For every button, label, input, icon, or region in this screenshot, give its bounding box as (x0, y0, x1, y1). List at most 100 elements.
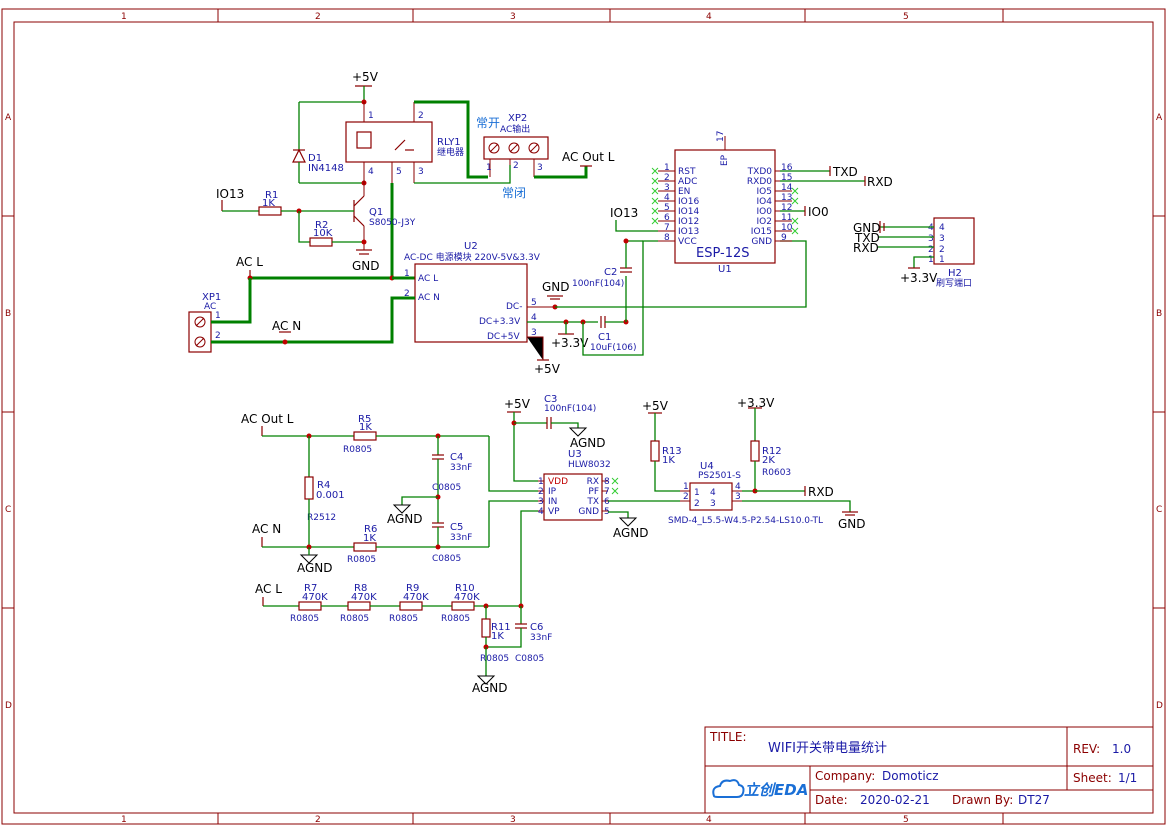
h2-pin1: 1 (939, 255, 945, 265)
row-marker-b-right: B (1156, 309, 1162, 319)
net-label-agnd-divider: AGND (472, 681, 508, 695)
esp-pin-num-4: 4 (664, 193, 670, 203)
no-connect-icon (651, 187, 659, 195)
esp-pin-num-13: 13 (781, 193, 792, 203)
company-label: Company: (815, 769, 875, 783)
r4-ref: R4 (317, 480, 330, 491)
resistor-r6 (353, 542, 377, 552)
r12-ref: R12 (762, 446, 782, 457)
u4-pin4-ext: 4 (735, 482, 741, 492)
esp-pin-io0: IO0 (757, 207, 773, 217)
r4-pkg: R2512 (307, 513, 336, 523)
c4-value: 33nF (450, 463, 472, 473)
row-marker-c: C (5, 505, 11, 515)
row-marker-c-right: C (1156, 505, 1162, 515)
u1-ep: EP (720, 154, 730, 166)
u4-pin1-ext: 1 (683, 482, 689, 492)
esp-pin-num-9: 9 (781, 233, 787, 243)
c4-pkg: C0805 (432, 483, 461, 493)
rly1-pin1: 1 (368, 111, 374, 121)
c5-pkg: C0805 (432, 554, 461, 564)
row-marker-d: D (5, 701, 12, 711)
c6-value: 33nF (530, 633, 552, 643)
esp-pin-num-7: 7 (664, 223, 670, 233)
col-marker-3-bottom: 3 (510, 815, 516, 825)
u2-pin-dcm: DC- (506, 302, 522, 312)
net-label-ac-l-divider: AC L (255, 582, 282, 596)
u4-pin1: 1 (694, 488, 700, 498)
net-label-gnd-q1: GND (352, 259, 380, 273)
esp-pin-rst: RST (678, 167, 696, 177)
esp-pin-io15: IO15 (751, 227, 772, 237)
date-value: 2020-02-21 (860, 793, 930, 807)
energy-meter-u3 (543, 473, 603, 521)
r8-ref: R8 (354, 583, 367, 594)
xp1-pin2: 2 (215, 331, 221, 341)
c3-ref: C3 (544, 394, 557, 405)
diode-d1 (292, 148, 306, 183)
c1-ref: C1 (598, 332, 611, 343)
net-label-ac-out-l-top: AC Out L (562, 150, 615, 164)
net-label-agnd-r4: AGND (297, 561, 333, 575)
resistor-r13 (650, 440, 660, 462)
u3-value: HLW8032 (568, 460, 611, 470)
r8-pkg: R0805 (340, 614, 369, 624)
c2-ref: C2 (604, 267, 617, 278)
c5-value: 33nF (450, 533, 472, 543)
no-connect-icon (791, 217, 799, 225)
u4-pin2-ext: 2 (683, 492, 689, 502)
esp-pin-io4: IO4 (757, 197, 773, 207)
esp-pin-io16: IO16 (678, 197, 699, 207)
col-marker-2: 2 (315, 12, 321, 22)
esp-pin-num-15: 15 (781, 173, 792, 183)
c2-value: 100nF(104) (572, 279, 624, 289)
esp-pin-num-5: 5 (664, 203, 670, 213)
esp-pin-io14: IO14 (678, 207, 699, 217)
row-marker-d-right: D (1156, 701, 1163, 711)
h2-pin2-ext: 2 (928, 245, 934, 255)
xp2-normally-closed: 常闭 (502, 186, 526, 200)
resistor-r5 (353, 431, 377, 441)
r5-value: 1K (359, 422, 372, 433)
optocoupler-u4 (689, 482, 733, 511)
esp-pin-num-14: 14 (781, 183, 793, 193)
no-connect-icon (791, 187, 799, 195)
r5-pkg: R0805 (343, 445, 372, 455)
xp2-ref: XP2 (508, 113, 527, 124)
col-marker-4: 4 (706, 12, 712, 22)
u4-pin3: 3 (710, 499, 716, 509)
net-label-ac-out-l-meter: AC Out L (241, 412, 294, 426)
net-label-io13-left: IO13 (216, 187, 244, 201)
d1-value: IN4148 (308, 163, 344, 174)
no-connect-icon (791, 197, 799, 205)
u4-ref: U4 (700, 461, 714, 472)
no-connect-icon (651, 197, 659, 205)
r13-ref: R13 (662, 446, 682, 457)
lceda-logo-icon (712, 779, 745, 798)
resistor-r11 (481, 618, 491, 638)
c6-pkg: C0805 (515, 654, 544, 664)
esp-pin-en: EN (678, 187, 690, 197)
net-label-rxd-u4: RXD (808, 485, 834, 499)
r1-ref: R1 (265, 190, 278, 201)
r9-ref: R9 (406, 583, 419, 594)
d1-ref: D1 (308, 153, 322, 164)
rly1-value: 继电器 (437, 146, 464, 158)
net-label-5v-relay: +5V (352, 70, 379, 84)
r6-pkg: R0805 (347, 555, 376, 565)
net-label-ac-l-top: AC L (236, 255, 263, 269)
c3-value: 100nF(104) (544, 404, 596, 414)
h2-pin1-ext: 1 (928, 255, 934, 265)
net-label-5v-u3: +5V (504, 397, 531, 411)
esp-pin-num-6: 6 (664, 213, 670, 223)
title-block: TITLE: WIFI开关带电量统计 REV: 1.0 Company: Dom… (704, 726, 1154, 814)
r11-pkg: R0805 (480, 654, 509, 664)
rly1-pin5: 5 (396, 167, 402, 177)
net-label-rxd-h2: RXD (853, 241, 879, 255)
r13-value: 1K (662, 455, 675, 466)
h2-ref: H2 (948, 268, 962, 279)
power-section: AC L U2 AC-DC 电源模块 220V-5V&3.3V AC L AC … (188, 238, 807, 376)
net-label-gnd-u2: GND (542, 280, 570, 294)
